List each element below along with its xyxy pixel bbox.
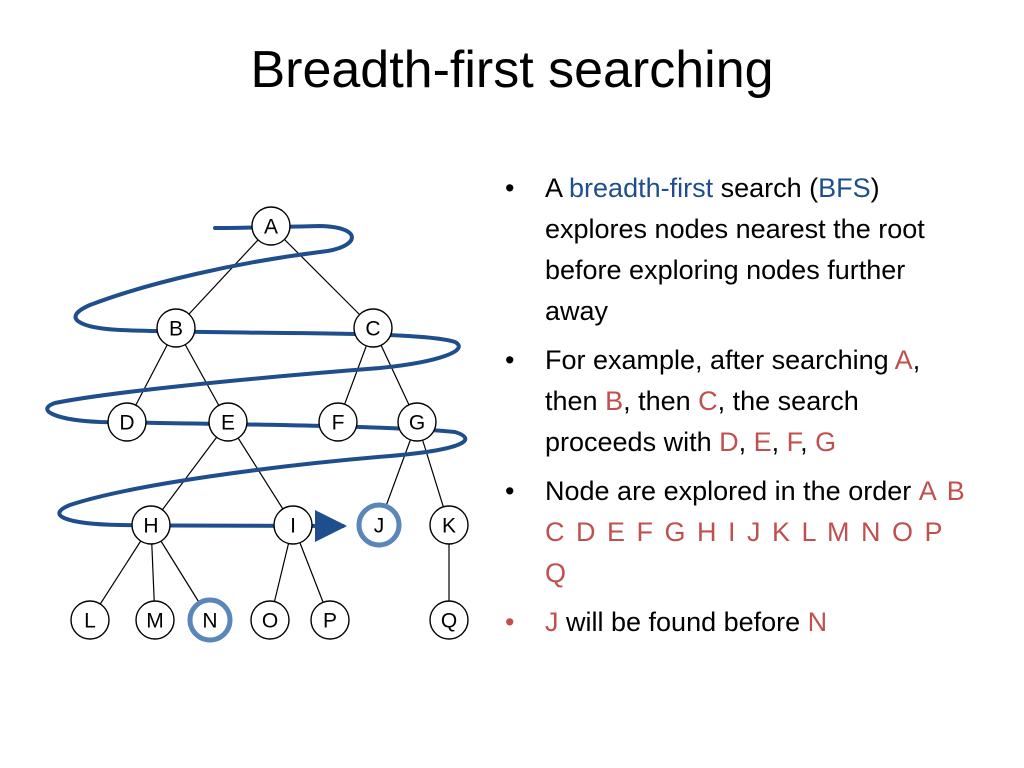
node-circle [187, 597, 233, 643]
node-label: L [84, 610, 96, 633]
edge-e-h [150, 421, 229, 526]
bullet-text: , the search proceeds with [545, 386, 859, 457]
node-label: H [143, 515, 158, 538]
node-label: N [202, 610, 217, 633]
bullet-marker: • [505, 173, 515, 203]
node-label: J [374, 515, 385, 538]
node-circle [318, 402, 358, 442]
tree-node-l: L [70, 600, 110, 640]
tree-node-n: N [187, 597, 233, 643]
node-label: I [290, 515, 296, 538]
node-circle [251, 206, 291, 246]
node-label: D [119, 412, 134, 435]
node-circle [273, 505, 313, 545]
node-circle [310, 600, 350, 640]
node-label: P [323, 610, 337, 633]
bullet-text: ) explores nodes nearest the root before… [545, 173, 925, 326]
node-label: O [262, 610, 278, 633]
term-bfs: BFS [818, 173, 871, 203]
node-label: M [146, 610, 164, 633]
tree-node-k: K [429, 505, 469, 545]
node-label: K [442, 515, 456, 538]
tree-node-a: A [251, 206, 291, 246]
term-breadth-first: breadth-first [569, 173, 714, 203]
bullet-text: , [738, 427, 754, 457]
bullet-item: • For example, after searching A , then B… [500, 340, 970, 463]
slide-title: Breadth-first searching [250, 41, 774, 99]
node-ref: N [807, 607, 828, 637]
node-label: F [332, 412, 345, 435]
bullet-text: , then [623, 386, 699, 416]
tree-node-b: B [156, 308, 196, 348]
bullet-marker: • [505, 345, 515, 375]
tree-node-i: I [273, 505, 313, 545]
node-circle [429, 505, 469, 545]
node-circle [135, 600, 175, 640]
tree-node-f: F [318, 402, 358, 442]
bullet-list: • A breadth-first search (BFS) explores … [500, 168, 970, 651]
tree-node-e: E [208, 402, 248, 442]
node-circle [208, 402, 248, 442]
tree-node-c: C [353, 308, 393, 348]
node-circle [156, 308, 196, 348]
bullet-marker: • [505, 607, 515, 637]
node-circle [429, 600, 469, 640]
tree-node-p: P [310, 600, 350, 640]
bullet-text: will be found before [558, 607, 808, 637]
tree-node-d: D [107, 402, 147, 442]
node-circle [397, 402, 437, 442]
edge-a-c [270, 225, 374, 329]
tree-node-o: O [250, 600, 290, 640]
bullet-item: • J will be found before N [500, 602, 970, 643]
node-ref: B [605, 386, 624, 416]
node-circle [356, 502, 402, 548]
bullet-text: For example, after searching [545, 345, 895, 375]
tree-node-j: J [356, 502, 402, 548]
node-circle [353, 308, 393, 348]
tree-node-h: H [131, 505, 171, 545]
node-ref: G [815, 427, 837, 457]
node-ref: J [545, 607, 559, 637]
tree-node-g: G [397, 402, 437, 442]
node-circle [107, 402, 147, 442]
node-ref: F [786, 427, 801, 457]
node-label: C [365, 318, 380, 341]
node-circle [70, 600, 110, 640]
edge-a-b [175, 225, 272, 329]
node-order-sequence: A B C D E F G H I J K L M N O P Q [545, 476, 967, 588]
edge-e-i [227, 421, 294, 526]
tree-nodes: A B C D E F G H I J K L M N O P Q [70, 206, 469, 643]
node-circle [131, 505, 171, 545]
node-label: B [169, 318, 183, 341]
bfs-traversal-path [45, 224, 468, 542]
bullet-text: Node are explored in the order [545, 476, 919, 506]
node-ref: E [753, 427, 772, 457]
node-label: G [409, 412, 425, 435]
node-ref: D [719, 427, 739, 457]
tree-node-q: Q [429, 600, 469, 640]
bullet-text: , then [545, 345, 921, 416]
node-label: A [264, 216, 278, 239]
node-circle [250, 600, 290, 640]
tree-node-m: M [135, 600, 175, 640]
bullet-marker: • [505, 476, 515, 506]
node-label: Q [441, 610, 457, 633]
bullet-text: , [800, 427, 816, 457]
node-label: E [221, 412, 235, 435]
node-ref: A [894, 345, 913, 375]
bullet-item: • A breadth-first search (BFS) explores … [500, 168, 970, 332]
bullet-text: , [771, 427, 787, 457]
node-ref: C [698, 386, 718, 416]
bullet-text: search ( [713, 173, 819, 203]
bullet-text: A [545, 173, 570, 203]
bullet-item: • Node are explored in the order A B C D… [500, 471, 970, 594]
